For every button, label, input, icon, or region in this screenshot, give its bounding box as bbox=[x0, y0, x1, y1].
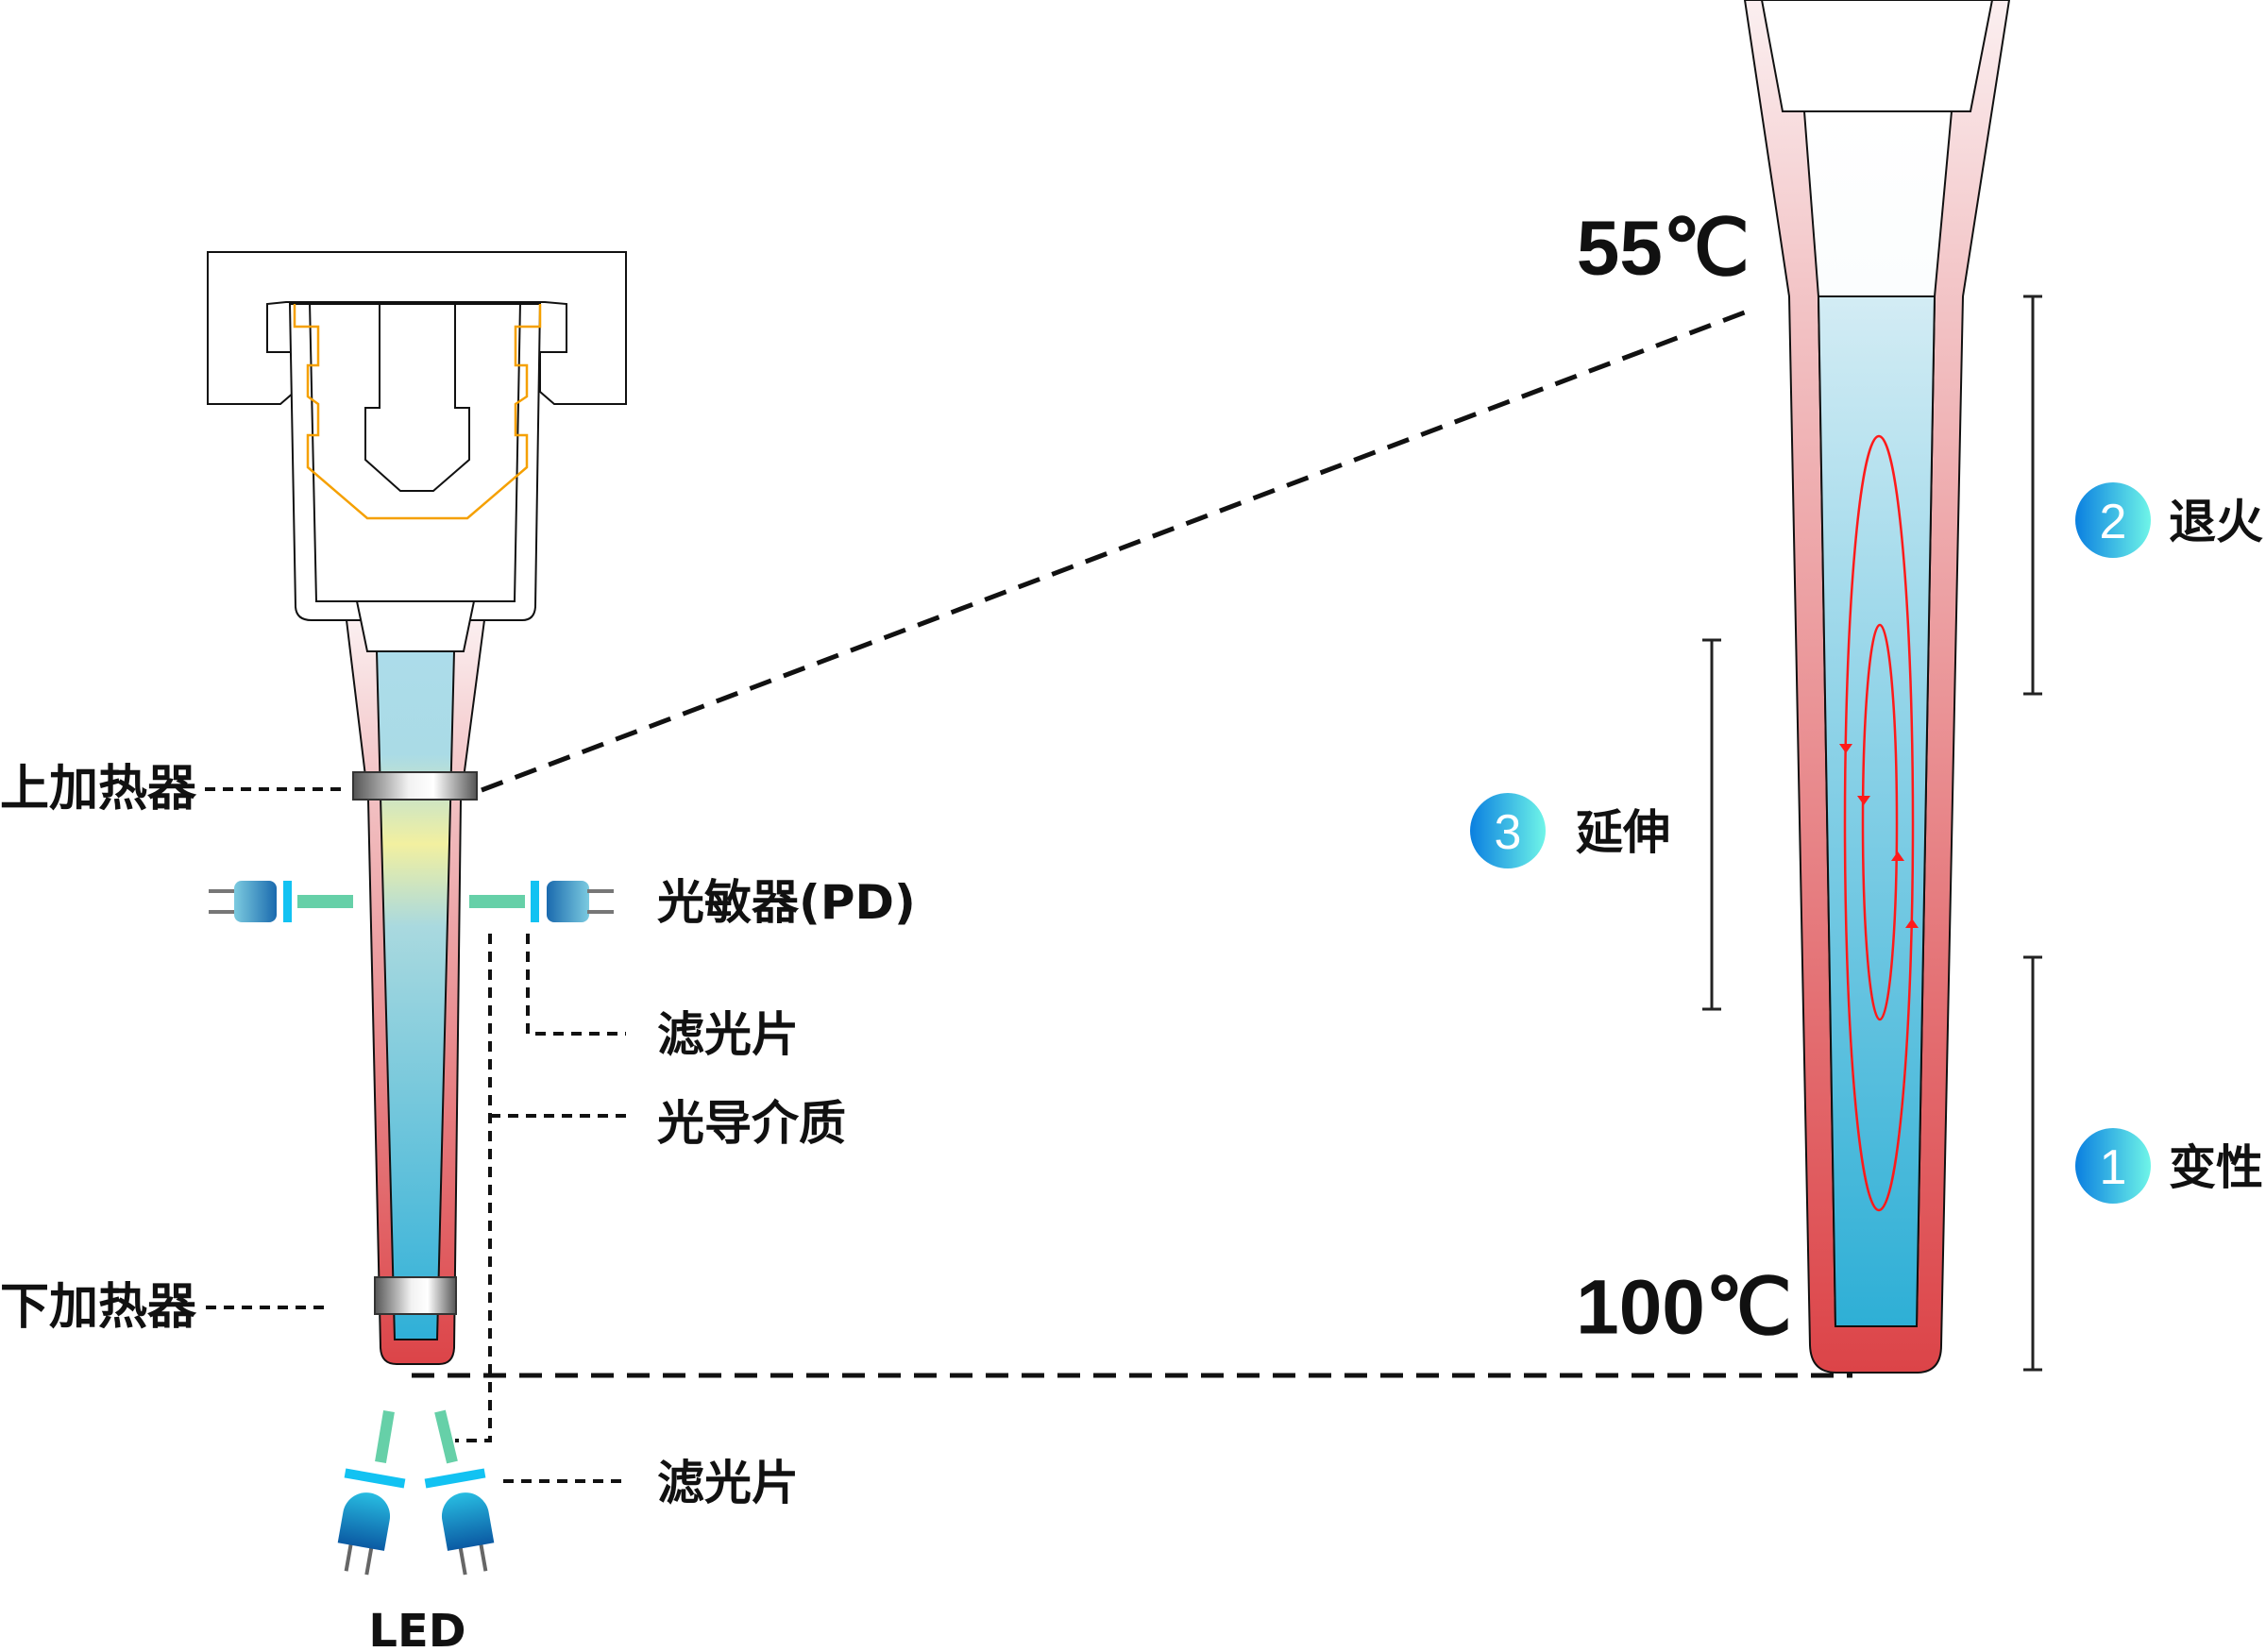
led-label: LED bbox=[368, 1605, 465, 1652]
lower-heater-label: 下加热器 bbox=[0, 1279, 197, 1336]
filter-left bbox=[283, 881, 292, 922]
convection-loops bbox=[1839, 434, 1919, 1212]
led-beam-right bbox=[434, 1409, 458, 1464]
svg-text:3: 3 bbox=[1495, 805, 1522, 860]
led-filter-right bbox=[424, 1468, 486, 1489]
stage-badge bbox=[2075, 482, 2151, 558]
led-icon-right bbox=[441, 1492, 495, 1576]
temperature-top: 55℃ bbox=[1577, 206, 1750, 292]
led-icon-left bbox=[337, 1492, 391, 1576]
filter-right bbox=[531, 881, 539, 922]
leader-lines bbox=[205, 787, 626, 1483]
tube-holder bbox=[288, 301, 542, 621]
svg-text:2: 2 bbox=[2100, 495, 2127, 549]
stage-extension: 3 延伸 bbox=[1470, 793, 1670, 868]
light-beam-left bbox=[297, 895, 353, 908]
photodetector-right bbox=[469, 881, 614, 922]
stage-label: 变性 bbox=[2169, 1140, 2263, 1195]
temperature-bottom: 100℃ bbox=[1576, 1265, 1792, 1351]
light-guide-label: 光导介质 bbox=[657, 1096, 846, 1151]
lower-heater bbox=[374, 1276, 457, 1315]
photodetector-label: 光敏器(PD) bbox=[657, 875, 916, 930]
led-beam-left bbox=[375, 1410, 395, 1463]
photodetector-left bbox=[209, 881, 353, 922]
light-beam-right bbox=[469, 895, 525, 908]
stage-badge bbox=[2075, 1128, 2151, 1204]
heater-block bbox=[207, 251, 627, 405]
stage-badge bbox=[1470, 793, 1546, 868]
stage-annealing: 2 退火 bbox=[2075, 482, 2263, 558]
small-tube bbox=[345, 600, 486, 1365]
filter-top-label: 滤光片 bbox=[657, 1007, 799, 1062]
upper-heater bbox=[352, 771, 478, 801]
stage-denaturation: 1 变性 bbox=[2075, 1128, 2263, 1204]
filter-bottom-label: 滤光片 bbox=[657, 1456, 799, 1510]
stage-label: 退火 bbox=[2169, 495, 2263, 549]
led-filter-left bbox=[344, 1468, 406, 1489]
enlarged-tube bbox=[1743, 0, 2011, 1374]
stage-label: 延伸 bbox=[1576, 805, 1670, 860]
zoom-lines bbox=[412, 308, 1852, 1378]
stage-brackets bbox=[1702, 295, 2042, 1372]
svg-text:1: 1 bbox=[2100, 1140, 2127, 1195]
upper-heater-label: 上加热器 bbox=[0, 761, 197, 818]
